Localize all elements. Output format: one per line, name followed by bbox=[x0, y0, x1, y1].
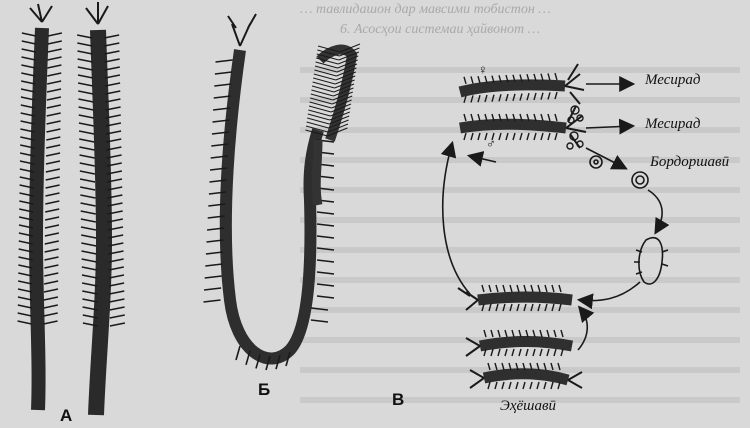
worm-a-left bbox=[18, 4, 62, 410]
arrow-to-larva bbox=[648, 190, 662, 232]
figure-label-v: В bbox=[392, 390, 404, 410]
cycle-worm-middle bbox=[460, 106, 586, 148]
arrow-to-adult bbox=[580, 282, 640, 301]
figure-label-a: А bbox=[60, 406, 72, 426]
figure-label-b: Б bbox=[258, 380, 270, 400]
cycle-worm-lower-2 bbox=[466, 330, 572, 356]
label-bordorshavi: Бордоршавӣ bbox=[650, 154, 729, 171]
male-symbol: ♂ bbox=[486, 136, 496, 152]
female-symbol: ♀ bbox=[478, 62, 488, 78]
label-mesirad-2: Месирад bbox=[645, 116, 701, 133]
arrow-between-adults bbox=[578, 308, 587, 350]
cycle-worm-bottom bbox=[470, 363, 582, 389]
worm-a-right bbox=[77, 2, 125, 415]
label-ekhyoshavi: Эҳёшавӣ bbox=[500, 398, 556, 415]
label-mesirad-1: Месирад bbox=[645, 72, 701, 89]
